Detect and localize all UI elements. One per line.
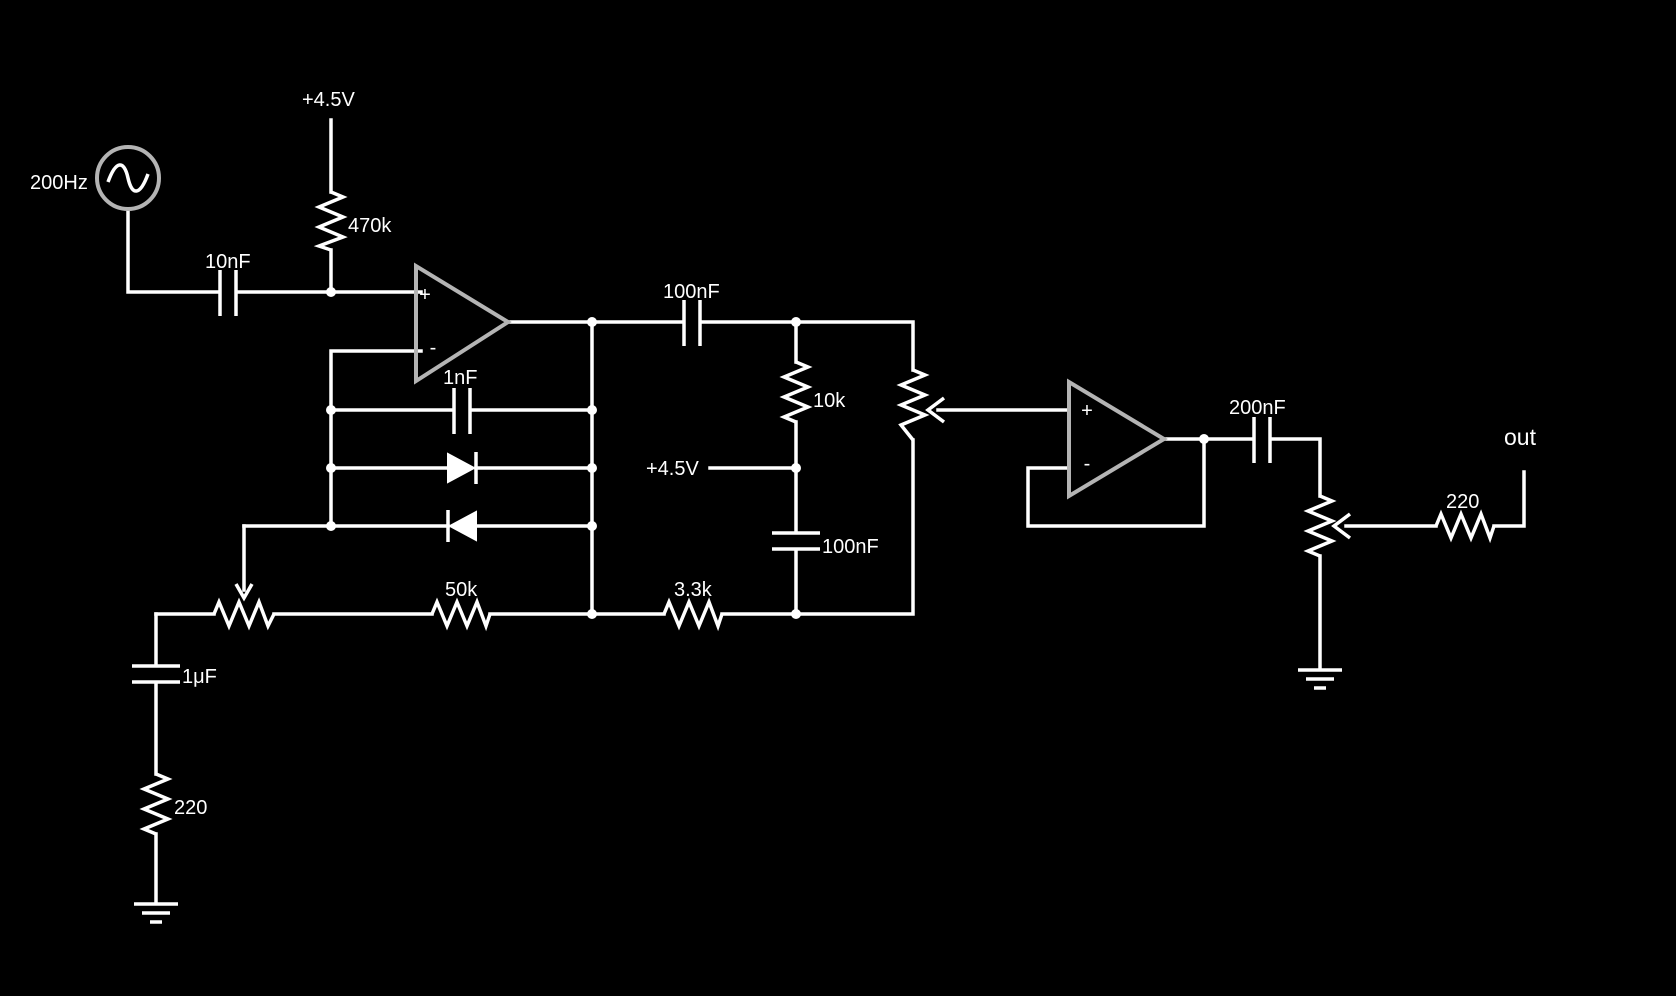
label-c-1uF: 1μF [182,666,217,688]
ground-symbol-left [134,902,178,924]
label-c-10nF: 10nF [205,251,251,273]
label-r-470k: 470k [348,215,392,237]
label-r-10k: 10k [813,390,846,412]
diode-forward [447,452,478,484]
label-r-50k: 50k [445,579,478,601]
label-supply-top: +4.5V [302,89,355,111]
resistor-220-left [139,772,173,836]
opamp1-plus-sign: + [419,284,431,306]
capacitor-1uF [132,664,180,684]
potentiometer-volume [1303,494,1352,558]
capacitor-10nF [218,270,238,316]
label-c-1nF: 1nF [443,367,477,389]
label-c-100nF-top: 100nF [663,281,720,303]
ground-symbol-right [1298,668,1342,690]
potentiometer-level [896,368,946,442]
capacitor-200nF [1252,417,1272,463]
label-r-3-3k: 3.3k [674,579,713,601]
label-output: out [1504,424,1537,450]
ac-source-icon [95,145,161,211]
resistor-3-3k [662,597,724,632]
opamp2-minus-sign: - [1084,453,1091,475]
resistor-220-right [1434,509,1496,544]
capacitor-100nF-top [682,300,702,346]
label-supply-mid: +4.5V [646,458,699,480]
capacitor-100nF-mid [772,531,820,551]
diode-reverse [446,510,477,542]
opamp-1: + - [414,262,512,385]
label-r-220-right: 220 [1446,491,1479,513]
label-source-frequency: 200Hz [30,172,88,194]
opamp-2: + - [1067,378,1168,500]
label-r-220-left: 220 [174,797,207,819]
resistor-470k [313,190,348,252]
label-c-200nF: 200nF [1229,397,1286,419]
resistor-50k [430,597,492,632]
potentiometer-gain [212,583,276,631]
opamp2-plus-sign: + [1081,400,1093,422]
capacitor-1nF [452,388,472,434]
junction-dots [326,287,1209,619]
component-labels: 200Hz +4.5V 470k 10nF 100nF 1nF 10k +4.5… [30,89,1537,819]
label-c-100nF-mid: 100nF [822,536,879,558]
opamp1-minus-sign: - [430,337,437,359]
resistor-10k [779,360,813,424]
